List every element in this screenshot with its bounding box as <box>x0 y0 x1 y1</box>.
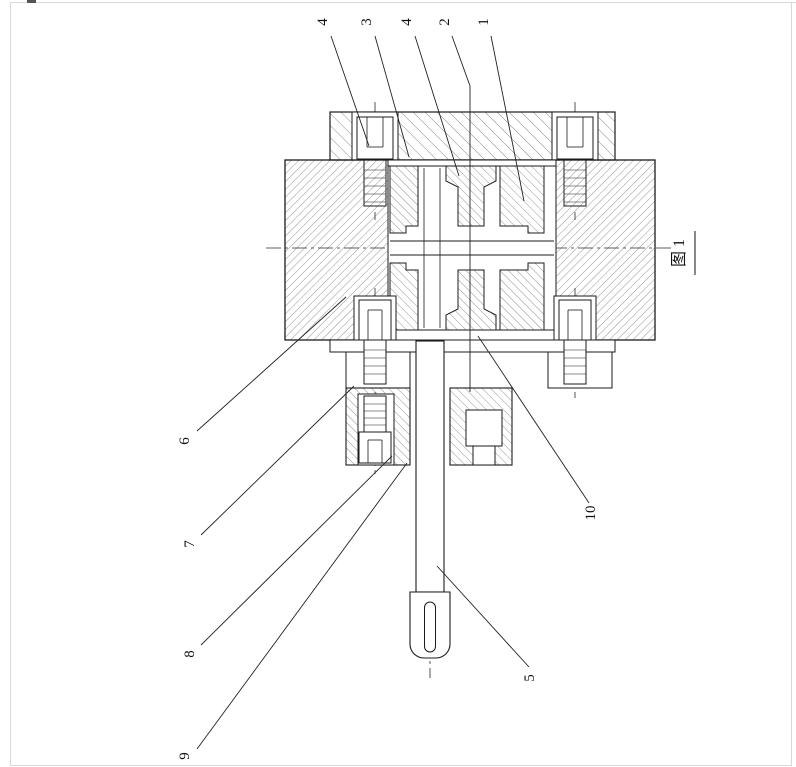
figure-caption-text: 图 1 <box>671 239 688 267</box>
part-label-10: 10 <box>583 506 599 521</box>
cap-screw-lower <box>358 395 392 464</box>
insert-upper-right <box>499 165 545 234</box>
part-label-2: 2 <box>437 18 453 26</box>
part-label-8: 8 <box>182 650 198 658</box>
head-recess <box>353 295 397 341</box>
thread-lines <box>564 349 586 375</box>
screw-head <box>358 431 392 464</box>
counterbore-left <box>351 111 399 161</box>
hex-socket <box>566 117 584 148</box>
hex-socket <box>367 439 383 463</box>
workpiece-strip <box>390 240 554 256</box>
leader-7 <box>200 385 355 536</box>
counterbore-right <box>551 111 599 161</box>
lower-right-block <box>449 387 513 466</box>
die-inserts <box>389 165 545 331</box>
screw-shank-bottom-right <box>563 339 587 385</box>
punch-upper-center <box>445 165 497 227</box>
die-lower-center <box>445 269 497 331</box>
screw-head <box>556 116 594 160</box>
part-label-6: 6 <box>177 437 193 445</box>
figure-caption: 图 1 <box>671 231 696 275</box>
leader-1 <box>490 35 525 202</box>
leader-lines <box>196 35 590 750</box>
thread-lines <box>364 403 386 426</box>
part-labels: 4 3 4 2 1 6 7 8 9 10 5 <box>177 18 599 760</box>
screw-shank-bottom-left <box>363 339 387 385</box>
part-label-4a: 4 <box>315 18 331 26</box>
hex-socket <box>567 309 583 340</box>
part-label-9: 9 <box>177 752 193 760</box>
insert-upper-left <box>389 165 419 234</box>
leader-4a <box>330 35 370 147</box>
base-plate-band <box>329 339 616 353</box>
leader-5 <box>436 565 530 668</box>
shank <box>409 340 451 659</box>
shank-slot <box>424 601 436 653</box>
cap-screw-bottom-right <box>553 295 597 341</box>
screw-slot <box>357 393 395 466</box>
hex-socket <box>366 117 384 148</box>
pilot-pin <box>423 168 441 328</box>
cap-screw-bottom-left <box>353 295 397 341</box>
leader-3 <box>374 35 410 158</box>
leader-4b <box>414 35 460 177</box>
leader-2 <box>451 35 471 392</box>
thread-lines <box>364 349 386 375</box>
top-plate <box>329 111 616 161</box>
part-label-1: 1 <box>476 18 492 26</box>
hex-socket <box>367 309 383 340</box>
part-label-3: 3 <box>359 18 375 26</box>
leader-9 <box>196 462 408 750</box>
leader-8 <box>200 455 393 646</box>
leader-10 <box>477 335 590 504</box>
shank-body <box>415 340 445 593</box>
screw-head <box>356 116 394 160</box>
part-label-4b: 4 <box>399 18 415 26</box>
scan-mark <box>27 0 36 3</box>
leader-6 <box>196 296 347 432</box>
stepped-hole-small <box>472 445 496 466</box>
page-edge-lines <box>10 2 796 766</box>
stepped-hole-large <box>465 409 503 447</box>
insert-lower-right <box>499 262 545 331</box>
part-label-7: 7 <box>182 540 198 548</box>
head-recess <box>553 295 597 341</box>
lower-left-block <box>345 387 411 466</box>
part-label-5: 5 <box>522 674 538 682</box>
